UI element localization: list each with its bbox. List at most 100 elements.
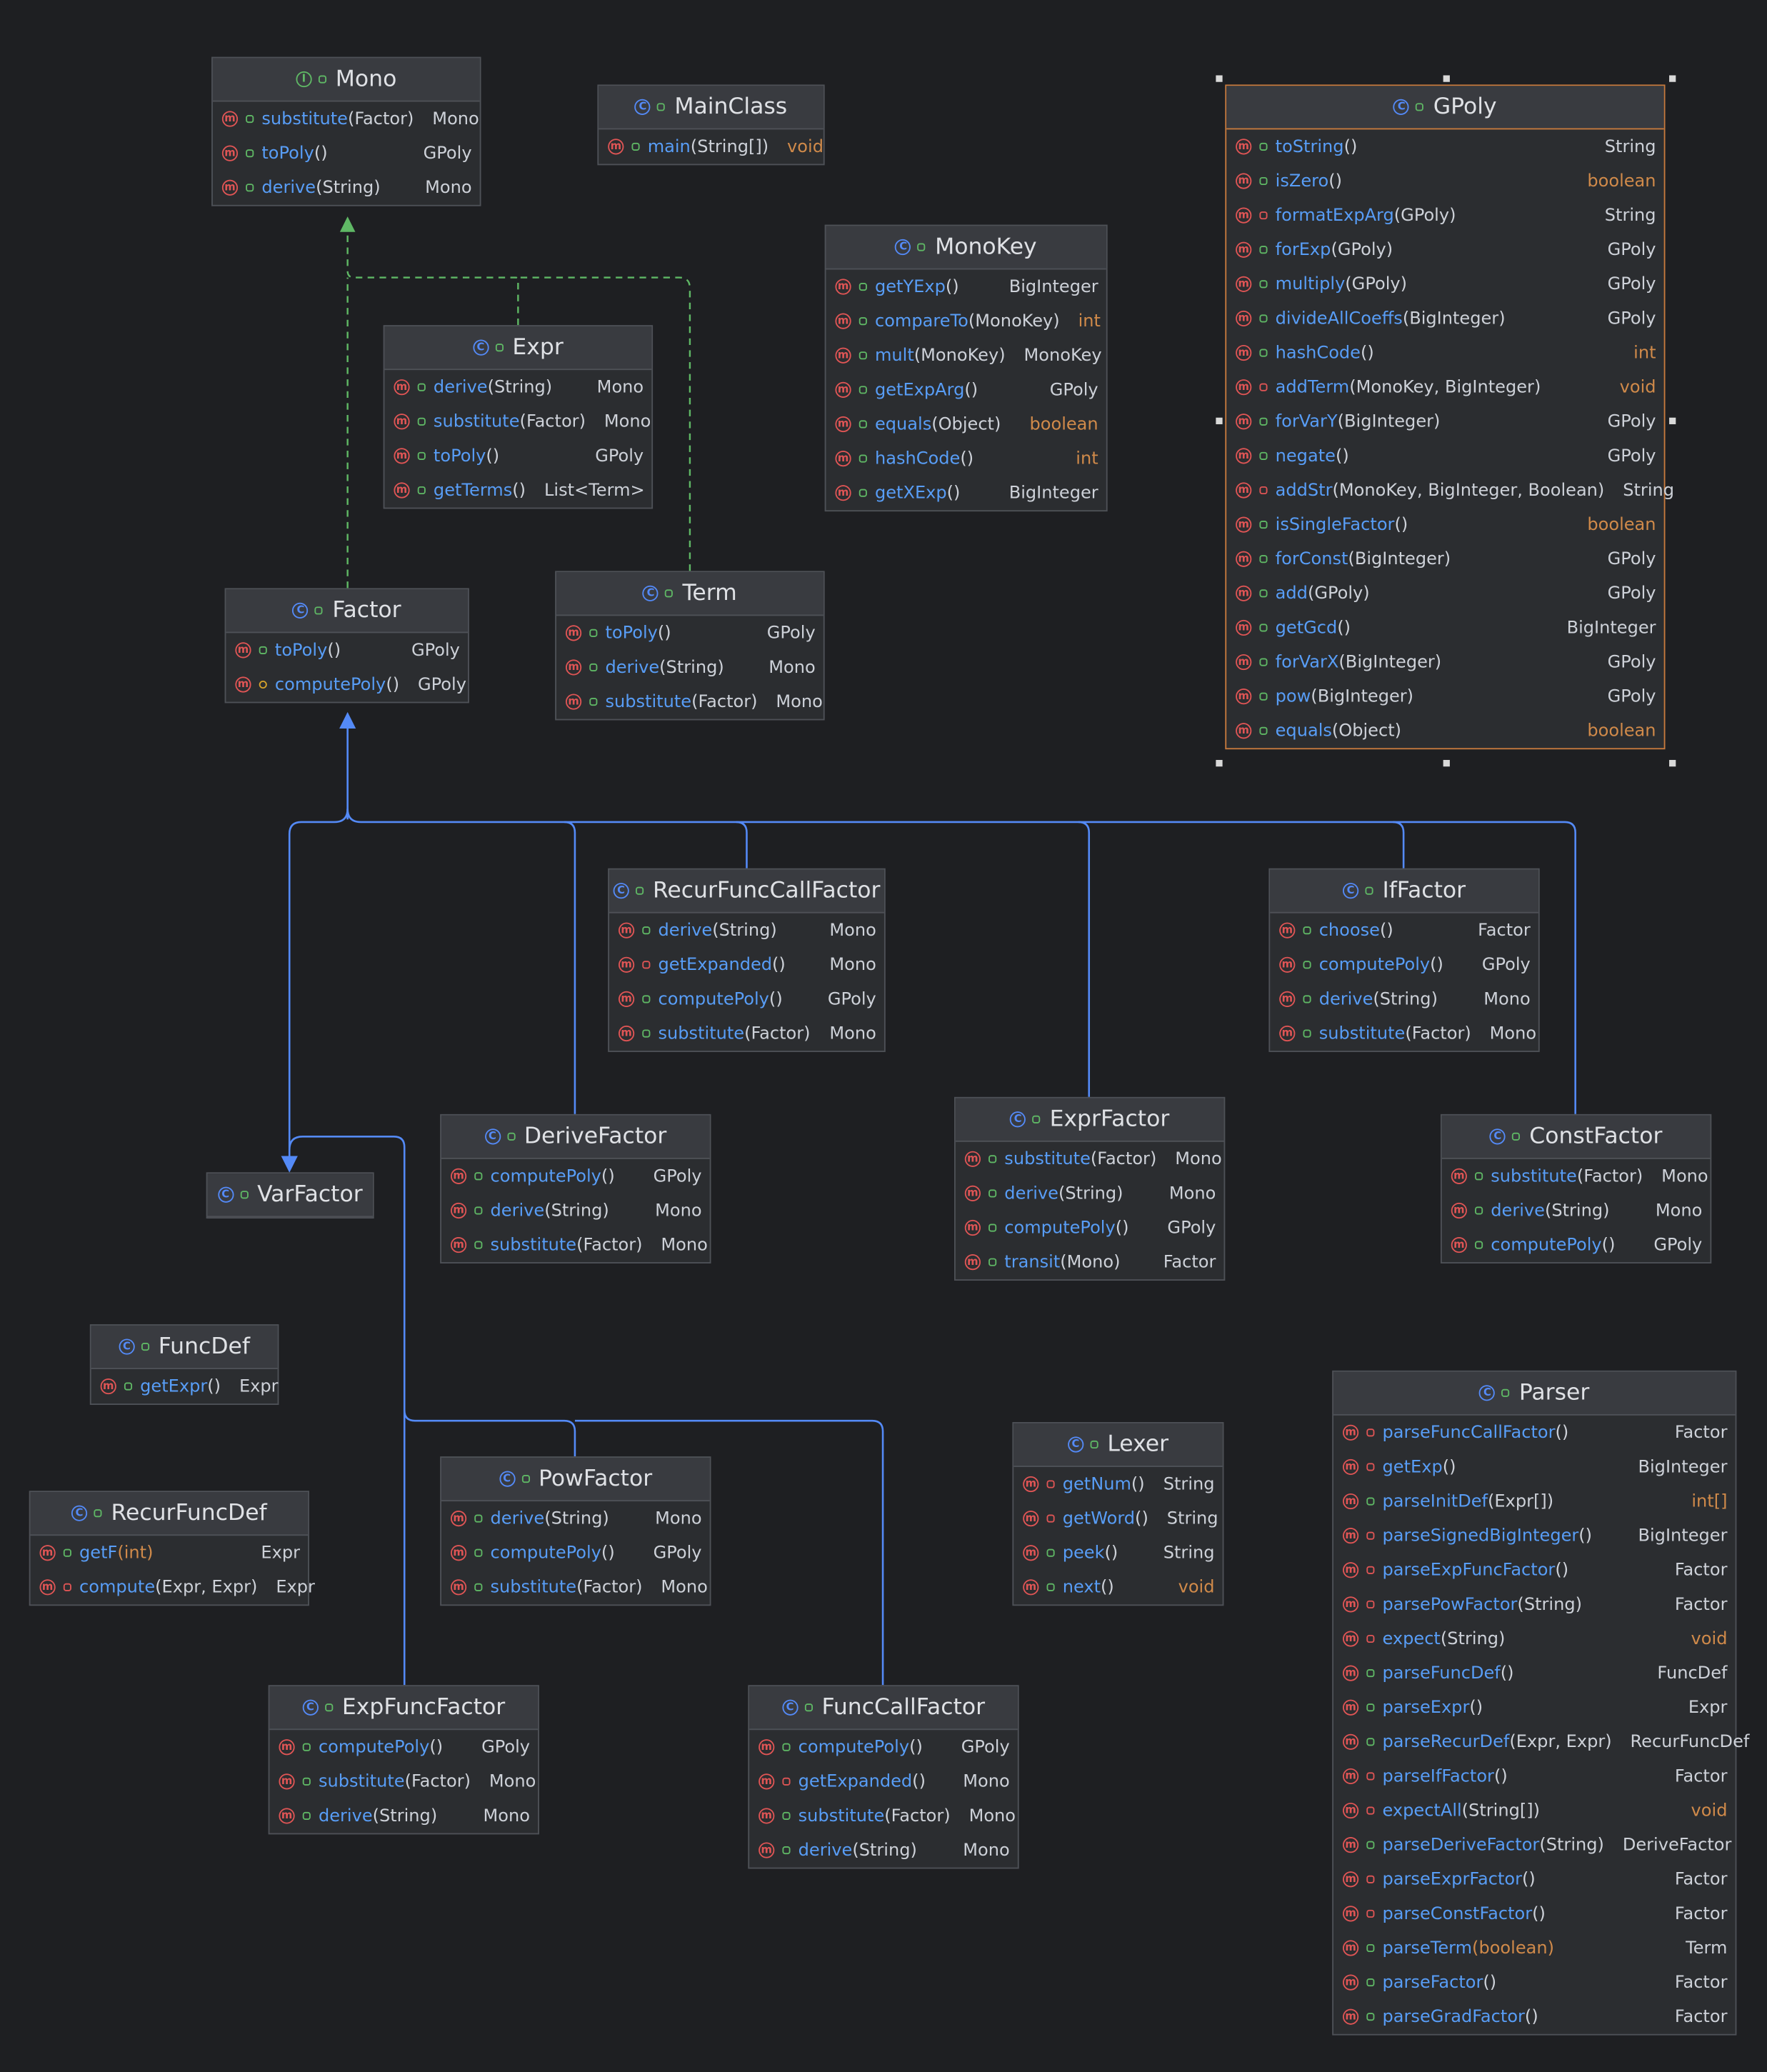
selection-handle[interactable]	[1669, 75, 1676, 82]
selection-handle[interactable]	[1216, 759, 1223, 767]
selection-handle[interactable]	[1669, 417, 1676, 424]
selection-handle[interactable]	[1669, 759, 1676, 767]
selection-handle[interactable]	[1216, 75, 1223, 82]
